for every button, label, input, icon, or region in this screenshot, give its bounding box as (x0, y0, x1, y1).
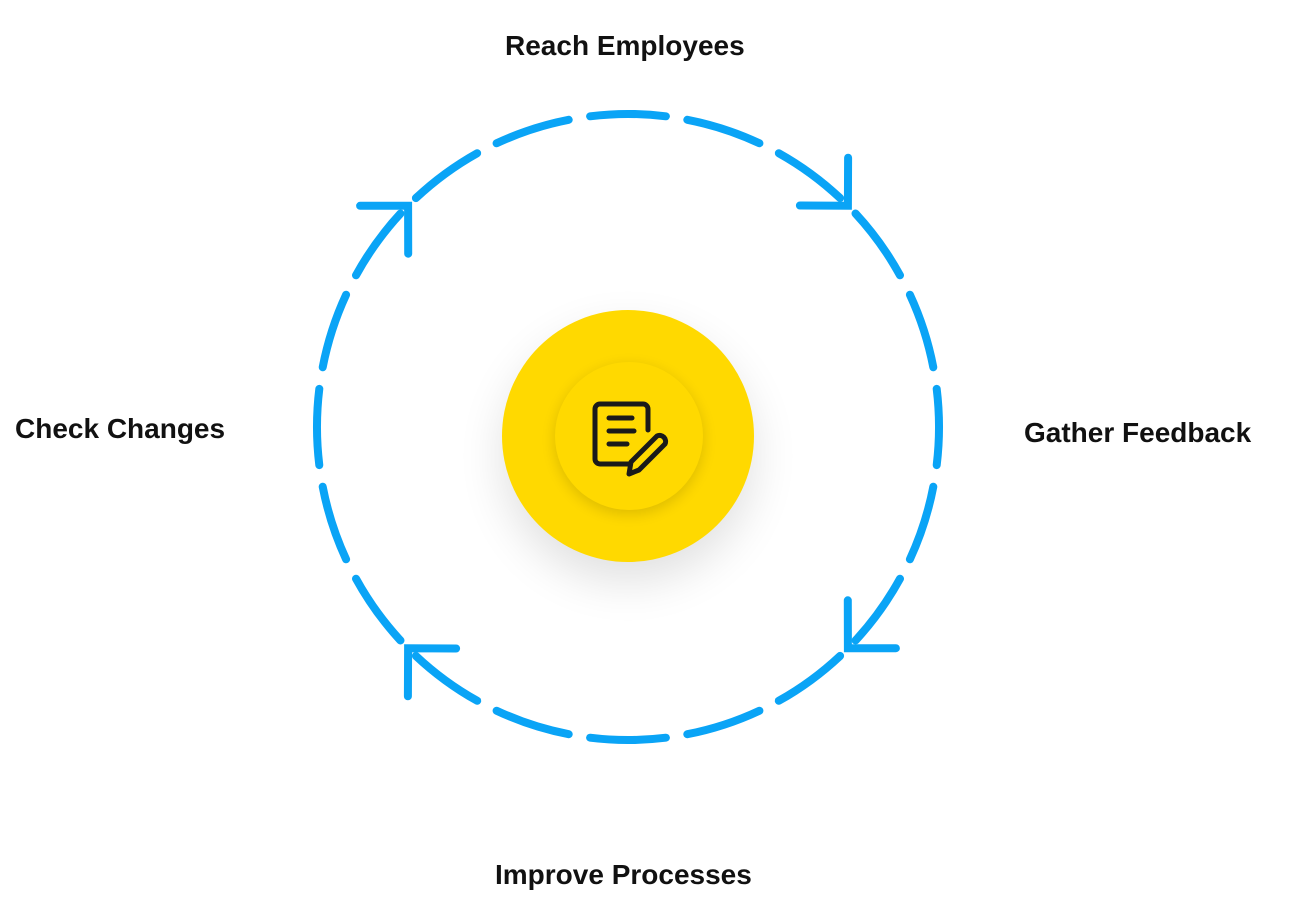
ring-dash (586, 733, 670, 745)
ring-dash (774, 149, 845, 203)
step-label-reach-employees: Reach Employees (505, 30, 745, 61)
ring-dash (905, 482, 938, 564)
document-edit-icon (592, 401, 669, 477)
step-label-improve-processes: Improve Processes (495, 859, 752, 890)
ring-dash (352, 574, 405, 645)
ring-arrowhead (843, 596, 900, 653)
ring-dash (683, 115, 764, 148)
ring-dash (318, 290, 351, 372)
ring-dash (411, 651, 482, 705)
step-label-gather-feedback: Gather Feedback (1024, 417, 1252, 448)
ring-arrowhead (403, 644, 461, 701)
ring-dash (492, 115, 573, 148)
ring-dash (932, 384, 944, 470)
ring-dash (492, 706, 573, 739)
dashed-ring (312, 109, 944, 745)
ring-dash (774, 651, 845, 705)
ring-dash (411, 149, 482, 203)
ring-dash (352, 209, 405, 280)
ring-arrowhead (356, 201, 413, 258)
ring-dash (905, 290, 938, 372)
ring-arrowheads (356, 153, 900, 701)
ring-dash (312, 384, 324, 470)
step-label-check-changes: Check Changes (15, 413, 226, 444)
center-hub-inner (555, 362, 703, 510)
ring-dash (586, 109, 670, 121)
ring-arrowhead (795, 153, 853, 210)
ring-dash (318, 482, 351, 564)
ring-dash (851, 209, 904, 280)
ring-dash (683, 706, 764, 739)
ring-dash (851, 574, 904, 645)
